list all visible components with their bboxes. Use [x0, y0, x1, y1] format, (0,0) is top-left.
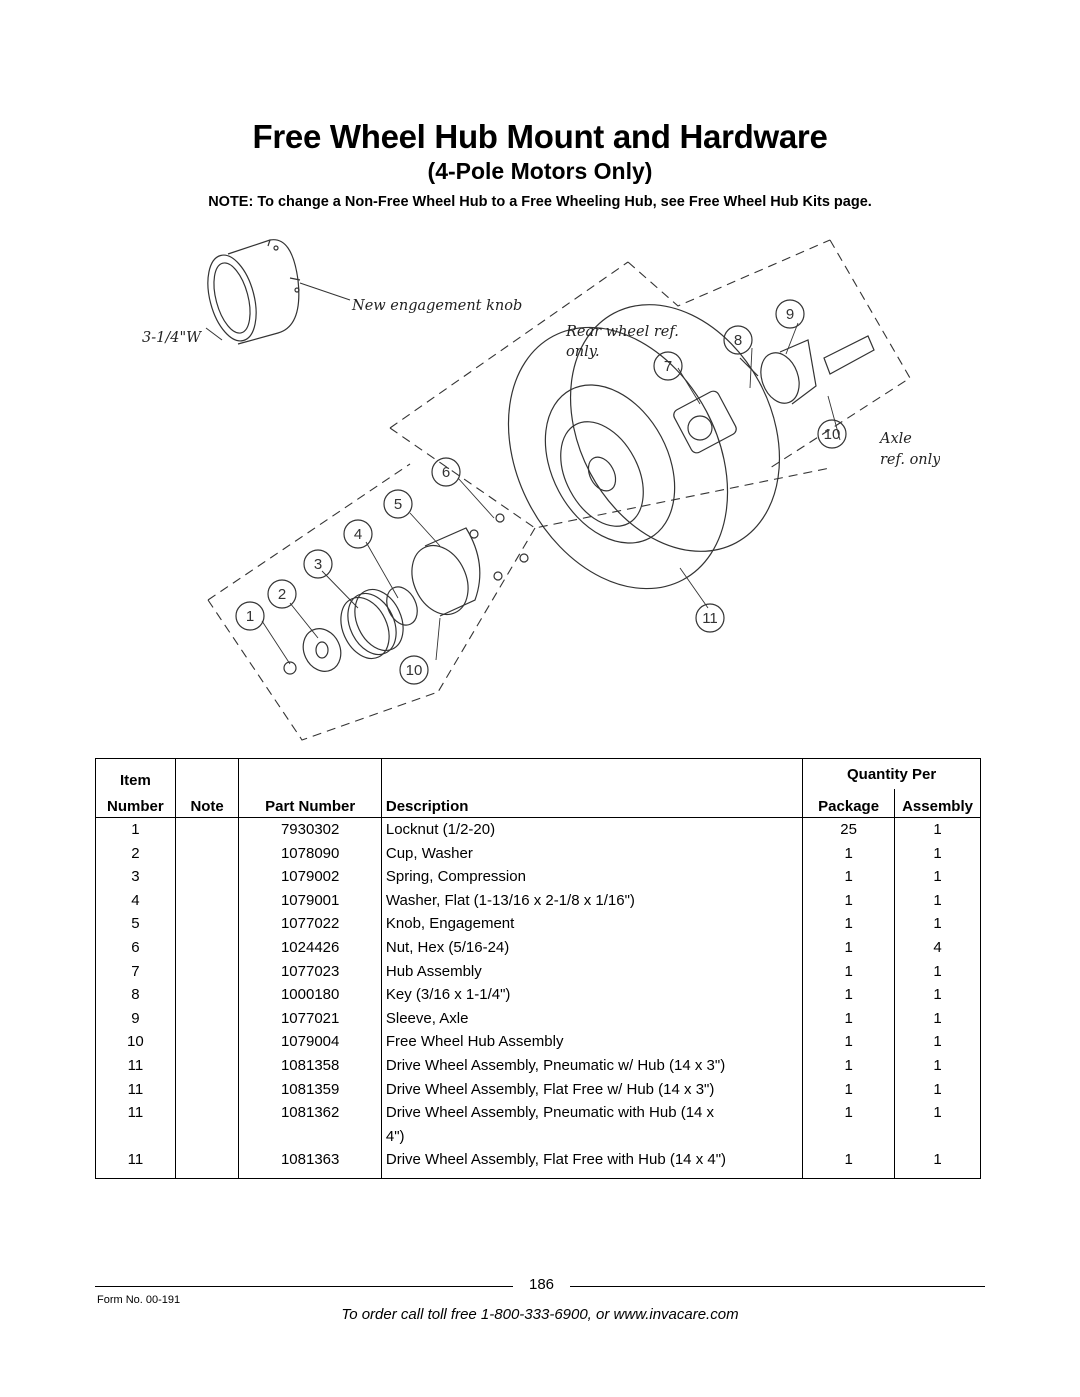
axle-label-1: Axle [878, 431, 912, 447]
footer-divider-right [570, 1286, 985, 1287]
callout-1: 1 [246, 608, 254, 625]
quantity-header: Quantity Per [802, 758, 981, 789]
rear-wheel-label-1: Rear wheel ref. [565, 324, 679, 340]
package-header: Package [802, 789, 896, 818]
page-subtitle: (4-Pole Motors Only) [427, 158, 653, 184]
item-header-2: Number [95, 789, 176, 818]
width-label: 3-1/4"W [142, 330, 202, 346]
small-parts-illustration [283, 513, 529, 675]
assembly-header: Assembly [894, 789, 981, 818]
page-note: NOTE: To change a Non-Free Wheel Hub to … [208, 194, 872, 210]
description-header: Description [380, 789, 804, 818]
page-title: Free Wheel Hub Mount and Hardware [252, 118, 828, 155]
note-header: Note [174, 789, 240, 818]
order-info: To order call toll free 1-800-333-6900, … [341, 1306, 739, 1323]
callout-7: 7 [664, 358, 672, 375]
callout-4: 4 [354, 526, 362, 543]
callout-2: 2 [278, 586, 286, 603]
axle-label-2: ref. only. [880, 452, 940, 468]
callout-9: 9 [786, 306, 794, 323]
hub-assembly-illustration [673, 335, 875, 454]
knob-detail-illustration [205, 239, 351, 345]
callout-5: 5 [394, 496, 402, 513]
parts-table: Item Quantity Per Number Note Part Numbe… [95, 758, 981, 1179]
callout-11: 11 [702, 610, 718, 627]
callout-6: 6 [442, 464, 450, 481]
callout-8: 8 [734, 332, 742, 349]
form-number: Form No. 00-191 [97, 1294, 181, 1306]
wheel-illustration [507, 304, 781, 590]
page-number: 186 [528, 1276, 555, 1293]
rear-wheel-label-2: only. [566, 344, 600, 360]
item-header-1: Item [95, 758, 176, 789]
knob-label: New engagement knob [351, 298, 522, 314]
table-row: 4") [95, 1124, 981, 1149]
callout-circles [235, 299, 847, 685]
footer-divider-left [95, 1286, 513, 1287]
callout-3: 3 [314, 556, 322, 573]
callout-10-axle: 10 [824, 426, 841, 443]
callout-10-hub: 10 [406, 662, 423, 679]
exploded-parts-diagram: 1 2 3 4 5 6 7 8 9 10 10 11 3-1/4"W New e… [142, 239, 940, 741]
part-number-header: Part Number [238, 789, 382, 818]
